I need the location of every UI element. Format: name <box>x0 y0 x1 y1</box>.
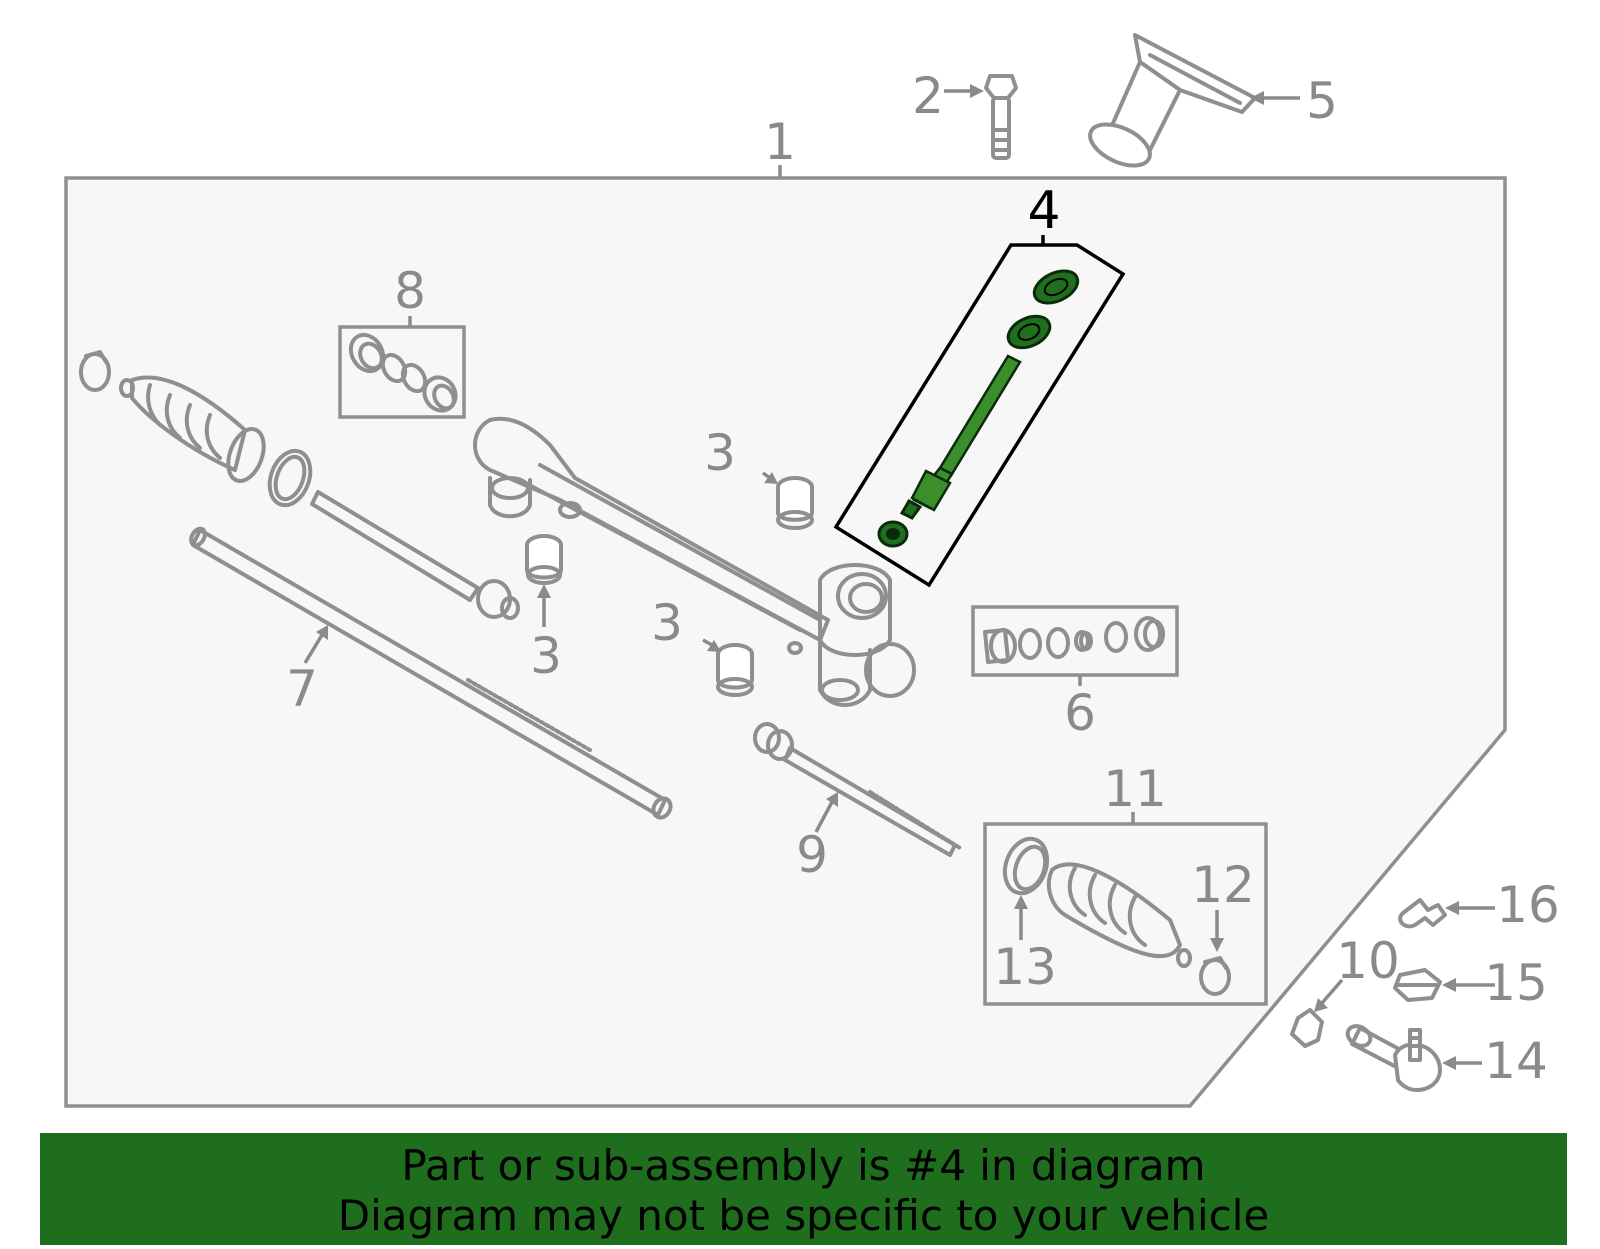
part-3-bushing-b <box>525 534 563 585</box>
callout-6: 6 <box>1064 684 1096 742</box>
part-10-nut <box>1290 1008 1324 1048</box>
callout-3b: 3 <box>530 627 562 685</box>
part-7-rack <box>189 526 673 820</box>
part-5-mount <box>1088 33 1257 168</box>
part-6-kit <box>971 605 1179 686</box>
part-16-clip <box>1398 898 1447 929</box>
callout-16: 16 <box>1496 876 1560 934</box>
callout-3c: 3 <box>651 594 683 652</box>
banner-line-2: Diagram may not be specific to your vehi… <box>337 1191 1270 1240</box>
callout-14: 14 <box>1484 1032 1548 1090</box>
info-banner: Part or sub-assembly is #4 in diagram Di… <box>40 1133 1567 1245</box>
callout-8: 8 <box>394 262 426 320</box>
part-8-kit <box>338 316 466 419</box>
part-14-tie-rod-end <box>1345 1024 1442 1092</box>
callout-1: 1 <box>764 113 796 171</box>
left-boot <box>79 350 313 508</box>
callout-13: 13 <box>993 938 1057 996</box>
callout-2: 2 <box>912 67 944 125</box>
callout-4: 4 <box>1027 181 1060 241</box>
part-3-bushing-a <box>776 476 814 530</box>
callout-7: 7 <box>286 660 318 718</box>
part-15-nut <box>1393 968 1442 1002</box>
part-4-highlight-box <box>833 235 1126 588</box>
callout-9: 9 <box>796 826 828 884</box>
part-11-kit <box>983 812 1268 1006</box>
callout-10: 10 <box>1336 932 1400 990</box>
callout-12: 12 <box>1191 856 1255 914</box>
part-2-bolt <box>984 74 1018 160</box>
callout-5: 5 <box>1306 72 1338 130</box>
part-3-bushing-c <box>716 643 754 697</box>
callout-11: 11 <box>1103 760 1167 818</box>
part-9-inner-tie-rod <box>753 722 962 857</box>
left-inner-tie-rod <box>310 490 520 620</box>
callout-15: 15 <box>1484 954 1548 1012</box>
assembly-panel <box>64 176 1507 1108</box>
banner-line-1: Part or sub-assembly is #4 in diagram <box>401 1141 1206 1190</box>
callout-3a: 3 <box>704 424 736 482</box>
steering-housing <box>473 416 916 707</box>
